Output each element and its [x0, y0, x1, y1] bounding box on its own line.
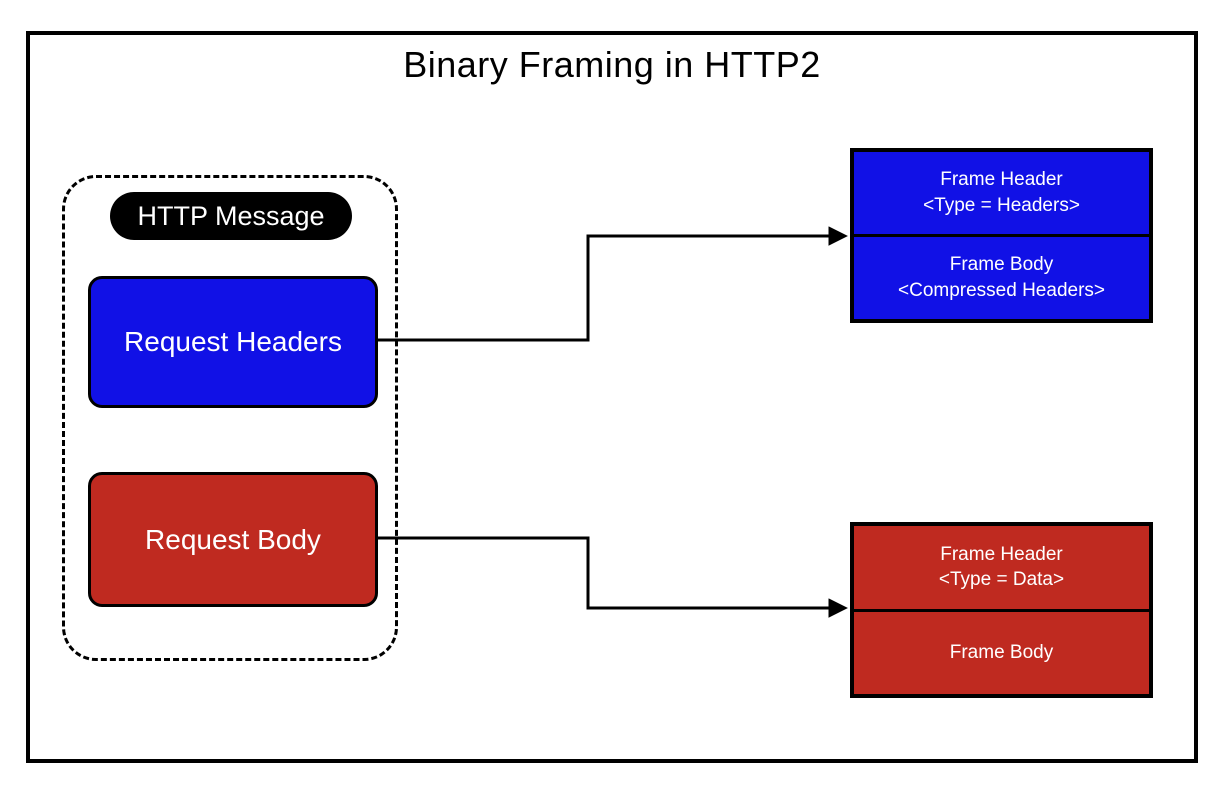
data-frame-header-section: Frame Header <Type = Data> — [854, 526, 1149, 609]
data-frame-header-title: Frame Header — [940, 543, 1063, 565]
http-message-group — [62, 175, 398, 661]
data-frame-box: Frame Header <Type = Data> Frame Body — [850, 522, 1153, 698]
headers-frame-header-title: Frame Header — [940, 169, 1063, 191]
data-frame-divider — [854, 608, 1149, 612]
request-body-box: Request Body — [88, 472, 378, 607]
headers-frame-body-section: Frame Body <Compressed Headers> — [854, 237, 1149, 319]
headers-frame-divider — [854, 234, 1149, 237]
diagram-title: Binary Framing in HTTP2 — [403, 44, 821, 85]
headers-frame-header-section: Frame Header <Type = Headers> — [854, 152, 1149, 234]
http-message-badge: HTTP Message — [110, 192, 352, 240]
request-headers-label: Request Headers — [124, 326, 342, 357]
request-headers-box: Request Headers — [88, 276, 378, 408]
data-frame-body-section: Frame Body — [854, 612, 1149, 695]
headers-frame-body-title: Frame Body — [949, 254, 1054, 276]
headers-frame-body-subtitle: <Compressed Headers> — [898, 280, 1105, 301]
data-frame-body-title: Frame Body — [949, 641, 1054, 663]
http-message-label: HTTP Message — [137, 200, 325, 231]
headers-frame-box: Frame Header <Type = Headers> Frame Body… — [850, 148, 1153, 323]
request-body-label: Request Body — [145, 523, 321, 555]
data-frame-header-subtitle: <Type = Data> — [938, 569, 1065, 591]
headers-frame-header-subtitle: <Type = Headers> — [923, 195, 1080, 216]
